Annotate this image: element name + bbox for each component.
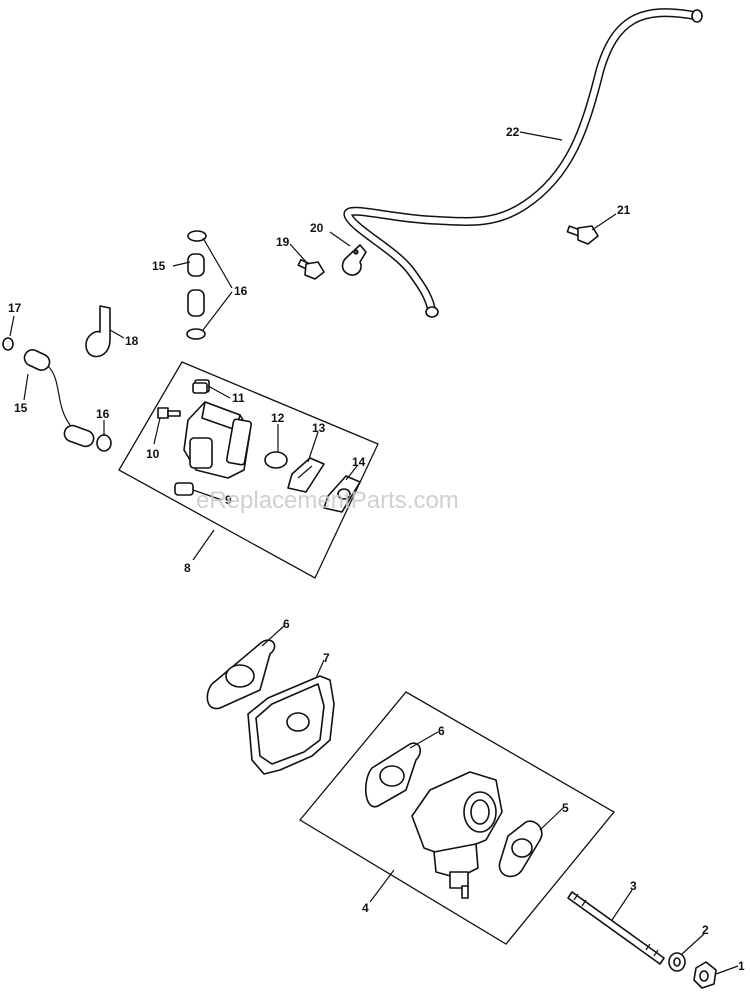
callout-21: 21 [617, 203, 631, 217]
stud-3 [567, 891, 665, 965]
callout-20: 20 [310, 221, 324, 235]
callout-1: 1 [738, 959, 745, 973]
callout-18: 18 [125, 334, 139, 348]
callout-19: 19 [276, 235, 290, 249]
callout-14: 14 [352, 455, 366, 469]
clip-20 [341, 244, 367, 276]
gasket-6-upper [206, 639, 276, 710]
fuel-line [343, 8, 703, 318]
callout-22: 22 [506, 125, 520, 139]
gasket-14 [323, 475, 361, 513]
screw-10 [157, 407, 181, 419]
heat-shield-7 [247, 675, 335, 775]
carburetor-assembly [299, 691, 615, 945]
hose-15-upper [186, 230, 207, 340]
hose-15-lower [2, 337, 112, 452]
nut-1 [693, 961, 717, 989]
watermark-text: eReplacementParts.com [196, 487, 459, 514]
fuel-pump-assembly [118, 361, 379, 579]
leader-lines [9, 131, 739, 975]
callout-8: 8 [184, 561, 191, 575]
screw-19 [297, 258, 325, 280]
gasket-12 [264, 451, 288, 469]
callout-13: 13 [312, 421, 326, 435]
callout-15-upper: 15 [152, 259, 166, 273]
callout-2: 2 [702, 923, 709, 937]
callout-16-lower: 16 [96, 407, 110, 421]
callout-labels: 22 21 20 19 15 16 17 18 15 16 11 10 12 1… [8, 125, 745, 973]
callout-16-upper: 16 [234, 284, 248, 298]
callout-6-upper: 6 [283, 617, 290, 631]
callout-10: 10 [146, 447, 160, 461]
callout-15-lower: 15 [14, 401, 28, 415]
screw-21 [566, 225, 599, 245]
callout-9: 9 [225, 493, 232, 507]
fitting-11 [192, 382, 208, 394]
callout-5: 5 [562, 801, 569, 815]
callout-4: 4 [362, 901, 369, 915]
clip-18 [85, 305, 111, 358]
washer-2 [668, 952, 686, 972]
callout-17: 17 [8, 301, 22, 315]
callout-7: 7 [323, 651, 330, 665]
plate-13 [287, 457, 325, 493]
callout-3: 3 [630, 879, 637, 893]
callout-12: 12 [271, 411, 285, 425]
callout-11: 11 [232, 391, 245, 405]
callout-6-lower: 6 [438, 724, 445, 738]
